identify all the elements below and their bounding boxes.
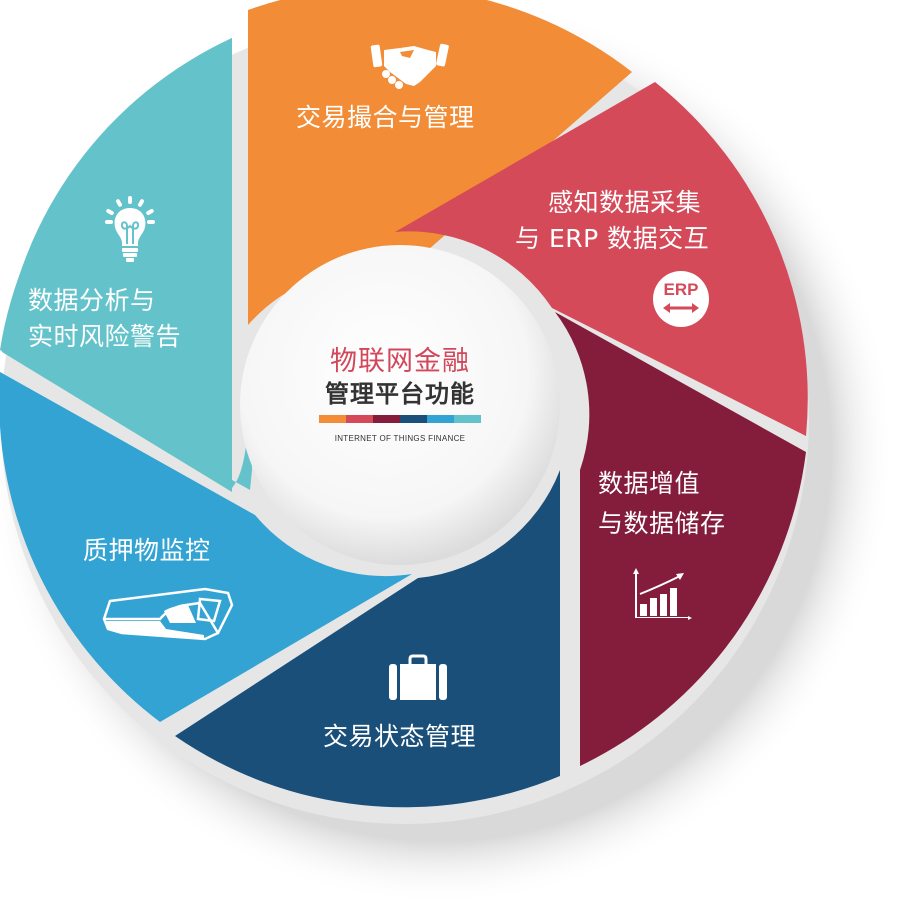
color-swatch-maroon	[373, 415, 400, 423]
segment-collateral	[0, 372, 412, 722]
label-line: 数据增值	[598, 469, 701, 498]
center-color-bar	[319, 415, 481, 423]
briefcase-icon	[389, 654, 447, 700]
double-arrow-icon	[663, 303, 699, 313]
handshake-icon	[370, 43, 449, 89]
bar-chart-icon	[633, 568, 692, 620]
segment-storage	[555, 312, 806, 766]
segment-label-matching: 交易撮合与管理	[296, 101, 475, 135]
center-title-line1: 物联网金融	[330, 346, 470, 377]
label-line: 与 ERP 数据交互	[515, 224, 710, 253]
segment-analysis-fill	[2, 38, 232, 492]
segment-label-storage: 数据增值 与数据储存	[598, 464, 726, 544]
color-swatch-red	[346, 415, 373, 423]
label-line: 交易状态管理	[323, 722, 477, 751]
color-swatch-teal	[454, 415, 481, 423]
erp-icon-text: ERP	[663, 280, 699, 299]
label-line: 交易撮合与管理	[296, 103, 475, 132]
label-line: 与数据储存	[598, 509, 726, 538]
segment-status	[175, 470, 560, 808]
label-line: 数据分析与	[28, 286, 156, 315]
label-line: 感知数据采集	[548, 188, 702, 217]
segment-erp	[395, 82, 808, 436]
center-hole	[240, 245, 560, 565]
center-title-line2: 管理平台功能	[325, 380, 475, 408]
scanner-device-icon	[102, 587, 234, 641]
center-subtitle: INTERNET OF THINGS FINANCE	[334, 434, 466, 443]
center-title-block: 物联网金融 管理平台功能 INTERNET OF THINGS FINANCE	[300, 345, 500, 445]
erp-icon: ERP	[653, 271, 709, 327]
segment-label-status: 交易状态管理	[323, 720, 476, 754]
segment-label-analysis: 数据分析与 实时风险警告	[28, 283, 181, 355]
label-line: 实时风险警告	[28, 322, 182, 351]
label-line: 质押物监控	[83, 536, 211, 565]
color-swatch-navy	[400, 415, 427, 423]
color-swatch-orange	[319, 415, 346, 423]
segment-label-collateral: 质押物监控	[83, 534, 211, 568]
segment-label-erp: 感知数据采集 与 ERP 数据交互	[515, 185, 709, 257]
lightbulb-icon	[105, 196, 155, 262]
color-swatch-blue	[427, 415, 454, 423]
segment-matching	[248, 0, 632, 325]
